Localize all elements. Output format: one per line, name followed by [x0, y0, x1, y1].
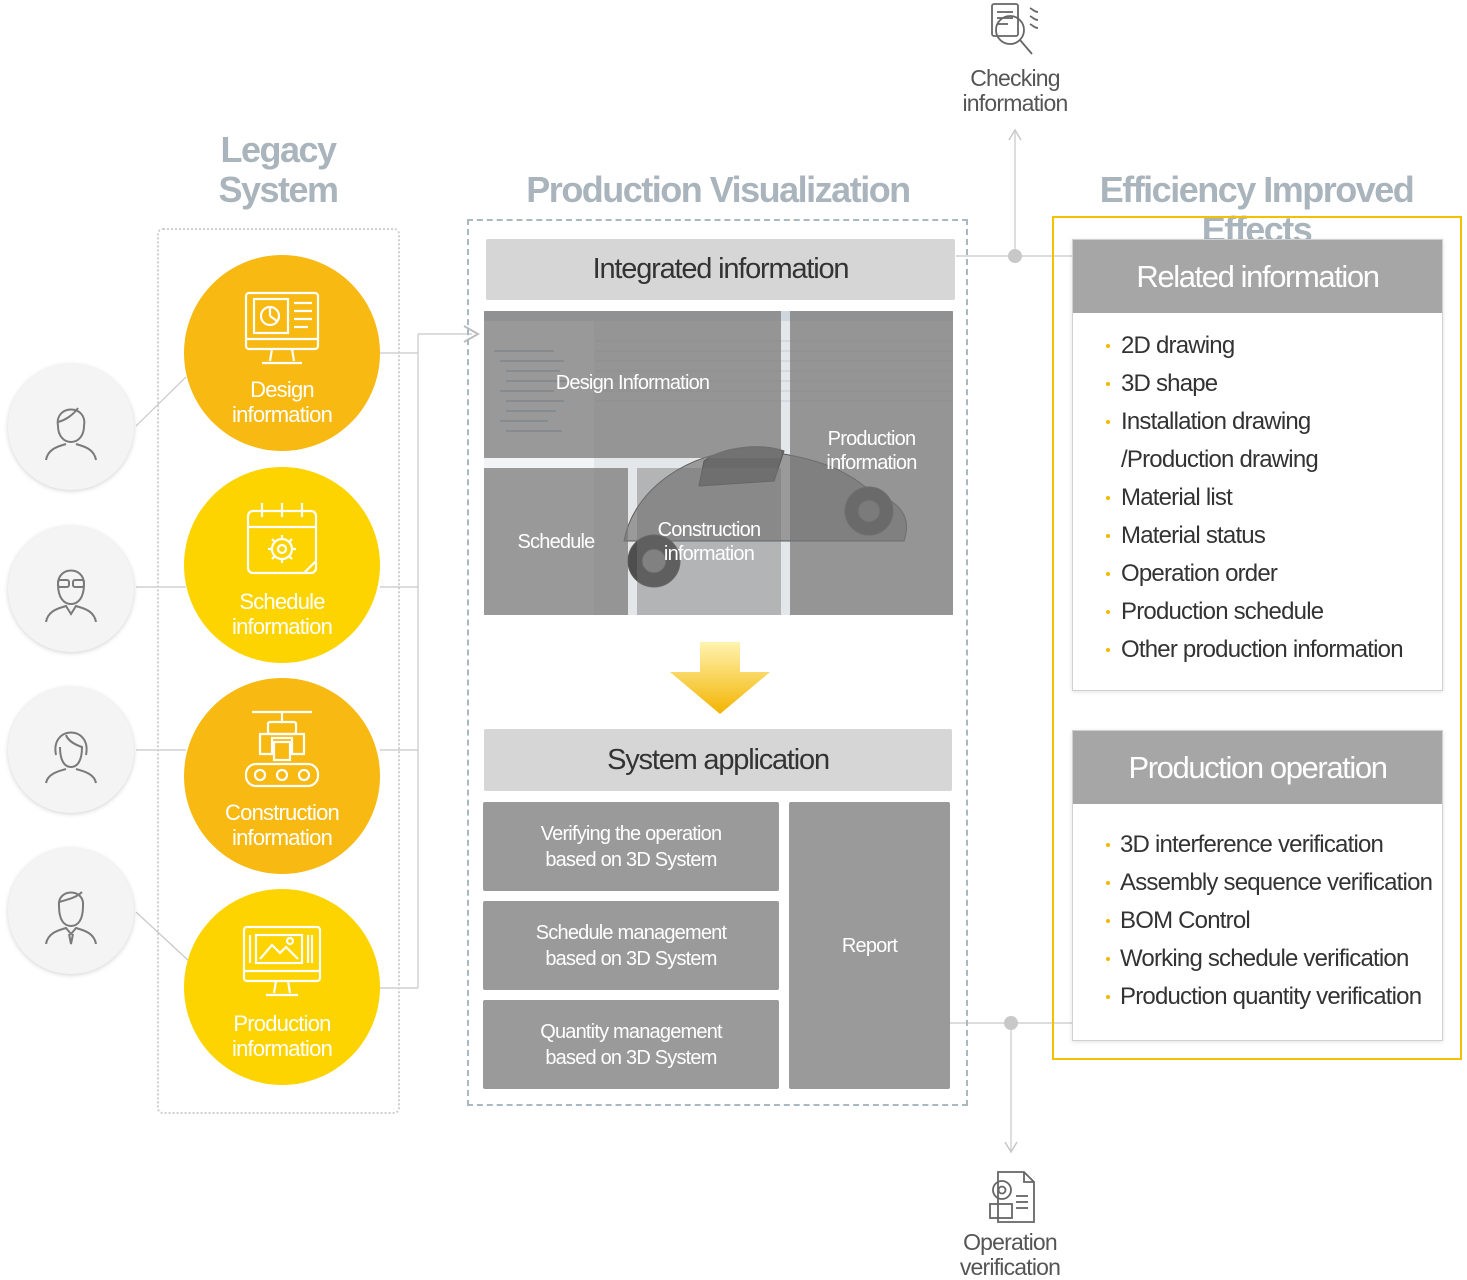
list-item: Assembly sequence verification — [1073, 864, 1442, 902]
related-information-list: 2D drawing 3D shape Installation drawing… — [1073, 313, 1442, 669]
man-tie-icon — [45, 891, 97, 945]
system-application-bar: System application — [484, 729, 952, 791]
list-item: Other production information — [1073, 631, 1442, 669]
list-item: Operation order — [1073, 555, 1442, 593]
assembly-machine-icon — [244, 710, 320, 788]
legacy-title-line2: System — [218, 169, 339, 210]
visualization-title: Production Visualization — [526, 169, 911, 210]
document-magnifier-icon — [991, 3, 1039, 55]
calendar-gear-icon — [246, 503, 318, 575]
list-item: Production schedule — [1073, 593, 1442, 631]
list-item: 2D drawing — [1073, 327, 1442, 365]
person-avatar — [8, 687, 134, 813]
tile-schedule: Schedule — [484, 468, 628, 615]
man-glasses-icon — [45, 569, 97, 623]
list-item: Material status — [1073, 517, 1442, 555]
production-operation-box: Production operation 3D interference ver… — [1072, 730, 1443, 1041]
down-arrow-icon — [670, 642, 770, 714]
list-item: 3D shape — [1073, 365, 1442, 403]
related-information-title: Related information — [1073, 240, 1442, 313]
tile-design-information: Design Information — [484, 311, 781, 458]
woman-icon — [45, 407, 97, 461]
visualization-frame — [467, 219, 968, 1106]
integrated-information-bar: Integrated information — [486, 239, 955, 300]
legacy-title: Legacy System — [200, 130, 356, 210]
person-avatar — [8, 526, 134, 652]
person-avatar — [8, 364, 134, 490]
production-operation-title: Production operation — [1073, 731, 1442, 804]
woman-short-hair-icon — [45, 731, 97, 784]
list-item: Installation drawing — [1073, 403, 1442, 441]
list-item: /Production drawing — [1121, 446, 1319, 473]
document-gear-icon — [989, 1171, 1035, 1223]
person-avatar — [8, 848, 134, 974]
monitor-drawing-icon — [242, 925, 322, 997]
list-item: Working schedule verification — [1073, 940, 1442, 978]
production-operation-list: 3D interference verification Assembly se… — [1073, 804, 1442, 1016]
app-report: Report — [789, 802, 950, 1089]
related-information-box: Related information 2D drawing 3D shape … — [1072, 239, 1443, 691]
monitor-chart-icon — [244, 291, 320, 365]
list-item: BOM Control — [1073, 902, 1442, 940]
effects-frame — [1052, 216, 1462, 1060]
list-item: Production quantity verification — [1073, 978, 1442, 1016]
list-item: Material list — [1073, 479, 1442, 517]
list-item: 3D interference verification — [1073, 826, 1442, 864]
legacy-title-line1: Legacy — [220, 129, 337, 170]
legacy-frame — [157, 228, 400, 1114]
